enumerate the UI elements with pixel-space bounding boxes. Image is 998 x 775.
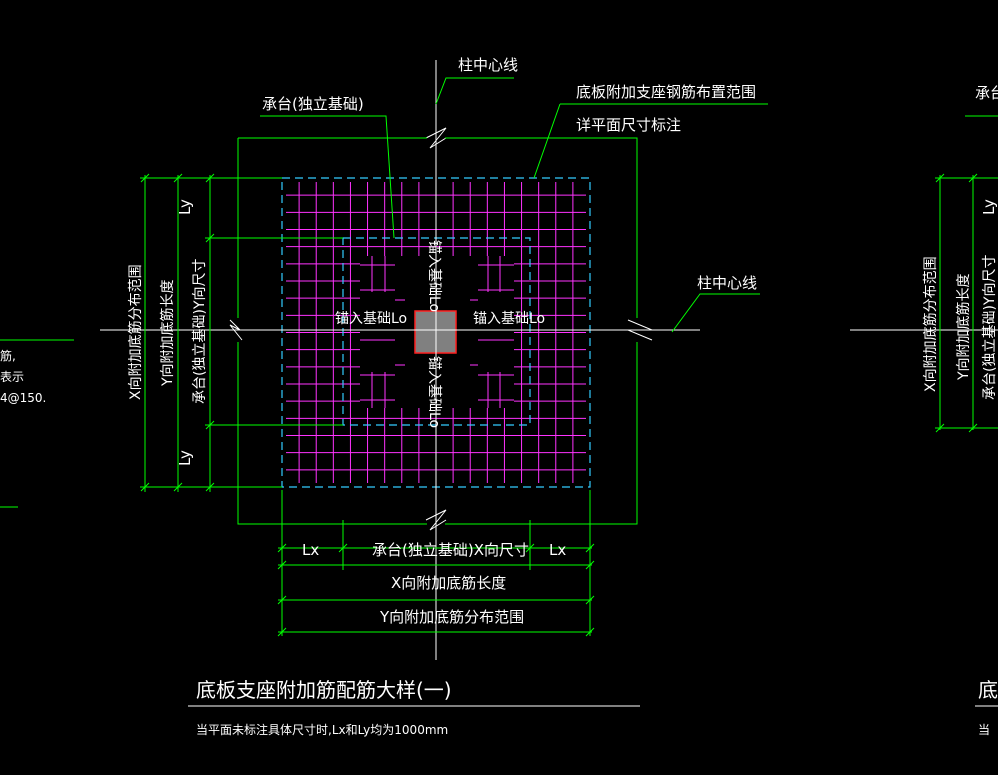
dimension-tick: [277, 595, 287, 605]
label-dim-x-distribution: X向附加底筋分布范围: [127, 264, 144, 400]
dimension-lines: [0, 77, 998, 636]
drawing-note: 当平面未标注具体尺寸时,Lx和Ly均为1000mm: [196, 722, 448, 737]
dimension-tick: [338, 543, 348, 553]
dimension-tick: [205, 420, 215, 430]
right-fragment-title: 底: [978, 678, 998, 702]
dimension-tick: [140, 173, 150, 183]
label-dim-y-bar-length: Y向附加底筋长度: [159, 279, 176, 387]
right-fragment-pile-cap: 承台: [975, 84, 998, 102]
left-fragment-line2: 表示: [0, 370, 24, 384]
left-fragment-line1: 筋,: [0, 348, 16, 363]
dimension-tick: [173, 173, 183, 183]
dimension-tick: [585, 627, 595, 637]
right-fragment-y-bar-length: Y向附加底筋长度: [955, 273, 972, 381]
label-dim-y-distribution: Y向附加底筋分布范围: [379, 608, 524, 626]
dimension-tick: [525, 543, 535, 553]
right-fragment-cap-y: 承台(独立基础)Y向尺寸: [981, 255, 998, 400]
dimension-tick: [205, 233, 215, 243]
label-dim-cap-x: 承台(独立基础)X向尺寸: [372, 541, 529, 559]
dimension-tick: [935, 173, 945, 183]
dimension-tick: [968, 423, 978, 433]
label-dim-lx-right: Lx: [549, 541, 566, 559]
left-fragment-line3: 4@150.: [0, 391, 46, 405]
dimension-tick: [205, 482, 215, 492]
dimension-tick: [968, 173, 978, 183]
right-fragment-note: 当: [978, 723, 990, 737]
break-symbols: [229, 127, 653, 531]
dimension-tick: [277, 560, 287, 570]
dimension-tick: [585, 595, 595, 605]
anchor-bars: [360, 256, 514, 408]
dimension-tick: [277, 627, 287, 637]
right-fragment-x-distribution: X向附加底筋分布范围: [922, 256, 939, 392]
label-dim-ly-bottom: Ly: [176, 450, 194, 466]
label-anchor-top: 锚入基础Lo: [426, 240, 443, 312]
dimension-tick: [585, 560, 595, 570]
label-rebar-range: 底板附加支座钢筋布置范围: [576, 83, 756, 101]
dimension-tick: [277, 543, 287, 553]
label-dim-cap-y: 承台(独立基础)Y向尺寸: [191, 259, 208, 404]
label-dim-lx-left: Lx: [302, 541, 319, 559]
label-anchor-right: 锚入基础Lo: [473, 310, 545, 327]
label-anchor-left: 锚入基础Lo: [335, 310, 407, 327]
drawing-title: 底板支座附加筋配筋大样(一): [196, 678, 452, 702]
dimension-tick: [585, 543, 595, 553]
dimension-tick: [140, 482, 150, 492]
right-fragment-ly: Ly: [980, 199, 998, 215]
label-rebar-range-detail: 详平面尺寸标注: [576, 116, 681, 134]
dimension-ticks: [140, 173, 978, 637]
dimension-tick: [173, 482, 183, 492]
dimension-tick: [205, 173, 215, 183]
label-dim-ly-top: Ly: [176, 199, 194, 215]
dimension-tick: [935, 423, 945, 433]
label-column-centerline-top: 柱中心线: [458, 56, 518, 74]
label-pile-cap: 承台(独立基础): [262, 95, 364, 113]
label-dim-x-bar-length: X向附加底筋长度: [391, 574, 506, 592]
label-anchor-bottom: 锚入基础Lo: [426, 356, 443, 428]
label-column-centerline-right: 柱中心线: [697, 274, 757, 292]
